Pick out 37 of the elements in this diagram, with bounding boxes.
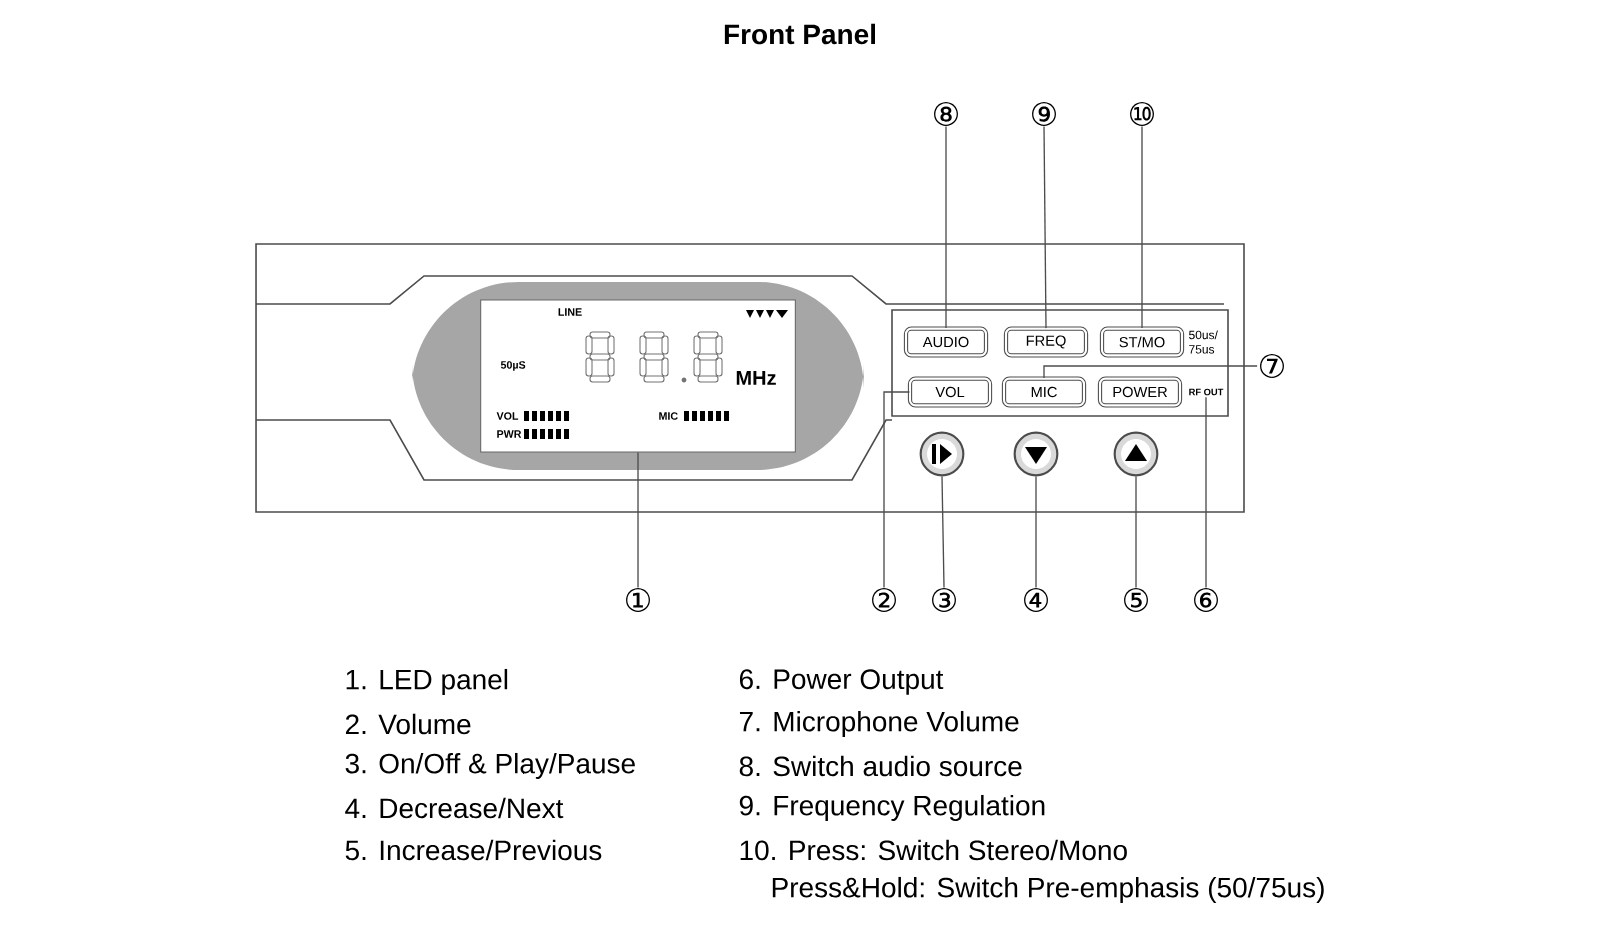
list-item: Press&Hold: Switch Pre-emphasis (50/75us) — [772, 876, 1324, 904]
list-item: 6. Power Output — [739, 669, 944, 695]
leader-line — [637, 451, 639, 589]
callout-number: ⑨ — [1032, 102, 1056, 126]
callout-number: ⑥ — [1194, 588, 1218, 612]
list-item: 3. On/Off & Play/Pause — [345, 752, 635, 780]
list-item: 2. Volume — [345, 713, 471, 735]
list-item: 9. Frequency Regulation — [739, 794, 1045, 822]
lcd-text: MHz — [736, 371, 776, 385]
callout-number: ⑧ — [934, 102, 958, 126]
leader-line — [945, 125, 947, 329]
leader-line — [941, 475, 945, 589]
round-button — [1013, 431, 1059, 477]
callout-number: ⑦ — [1260, 354, 1284, 378]
callout-number: ② — [872, 588, 896, 612]
lcd-screen — [480, 299, 796, 453]
leader-line — [1141, 125, 1143, 329]
list-item: 5. Increase/Previous — [345, 839, 602, 861]
leader-line — [883, 391, 911, 589]
list-item: 10. Press: Switch Stereo/Mono — [740, 839, 1127, 861]
callout-number: ④ — [1024, 588, 1048, 612]
title: Front Panel — [724, 23, 876, 45]
leader-line — [1043, 125, 1047, 329]
round-button — [919, 431, 965, 477]
list-item: 1. LED panel — [346, 668, 508, 696]
callout-number: ⑩ — [1130, 102, 1154, 126]
list-item: 7. Microphone Volume — [739, 710, 1019, 738]
leader-line — [1043, 365, 1258, 379]
leader-line — [1205, 396, 1207, 589]
list-item: 8. Switch audio source — [739, 755, 1022, 777]
callout-number: ③ — [932, 588, 956, 612]
callout-number: ① — [626, 588, 650, 612]
callout-number: ⑤ — [1124, 588, 1148, 612]
round-button — [1113, 431, 1159, 477]
leader-line — [1035, 475, 1037, 589]
leader-line — [1135, 475, 1137, 589]
list-item: 4. Decrease/Next — [345, 797, 564, 819]
